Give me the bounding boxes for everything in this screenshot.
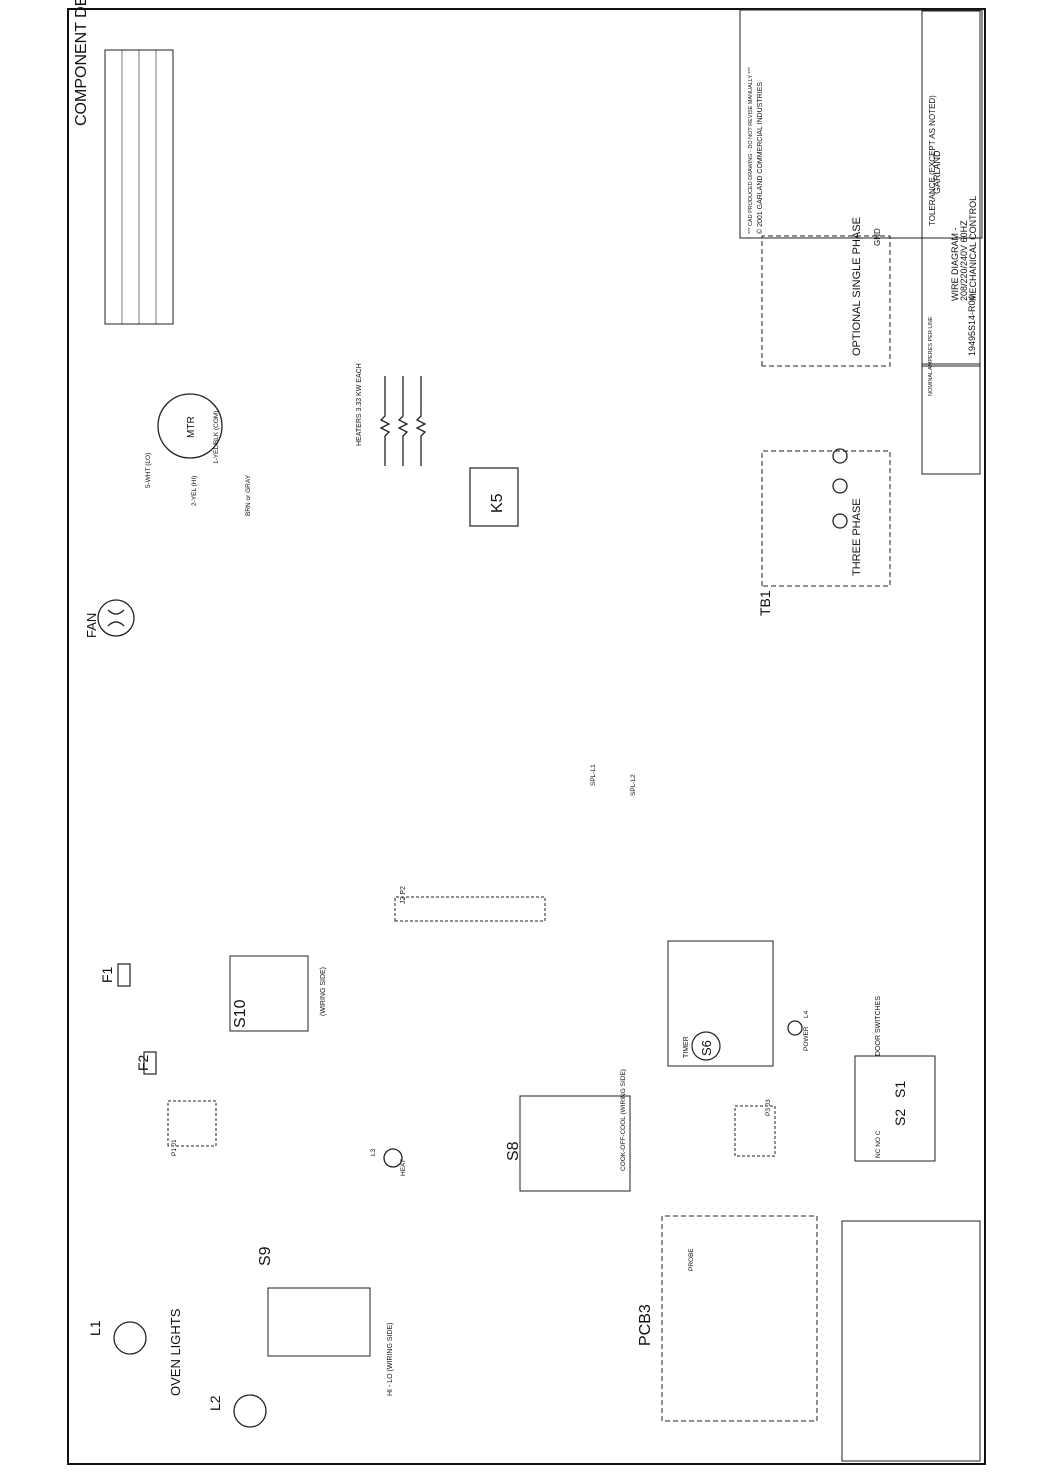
- spl-l1-label: SPL-L1: [590, 764, 597, 786]
- j2p2-label: J2 P2: [400, 886, 407, 904]
- s8-label: S8: [505, 1141, 522, 1161]
- l4-label: L4: [803, 1010, 810, 1018]
- pcb3-label: PCB3: [637, 1304, 654, 1346]
- title-block: [921, 10, 981, 367]
- p3j3-label: P3 J3: [765, 1099, 772, 1116]
- s10-label: S10: [232, 999, 249, 1028]
- probe-label: PROBE: [688, 1248, 695, 1271]
- p1j1-label: P1 J1: [171, 1139, 178, 1156]
- p1j1-connector: [167, 1100, 217, 1147]
- heat-label: HEAT: [400, 1159, 407, 1176]
- j2p2-connector: [394, 896, 546, 922]
- timer-s6-symbol: [691, 1031, 721, 1061]
- nominal-amperes-table: [921, 363, 981, 475]
- title-line4: MECHANICAL CONTROL: [968, 196, 978, 301]
- company-logo: GARLAND: [932, 150, 942, 194]
- revision-notice: *** CAD PRODUCED DRAWING - DO NOT REVISE…: [748, 66, 754, 234]
- file-name: 19495S14-R04: [967, 295, 977, 356]
- s6-label: S6: [699, 1040, 714, 1056]
- motor-com-label: 1-YEL/BLK (COM): [213, 411, 220, 464]
- terminal-y: [832, 478, 848, 494]
- tolerance-label: TOLERANCE (EXCEPT AS NOTED): [928, 95, 937, 226]
- fuse-f2: [143, 1051, 157, 1075]
- drawing-border: [67, 8, 986, 1465]
- s8-switch-box: [519, 1095, 631, 1192]
- l1-label: L1: [87, 1320, 103, 1336]
- fan-label: FAN: [84, 613, 99, 638]
- motor-hi-label: 2-YEL (HI): [191, 476, 198, 506]
- pcb3-board: [661, 1215, 818, 1422]
- tb1-terminals: [832, 448, 848, 529]
- component-description-title: COMPONENT DESCRIPTION: [73, 0, 90, 126]
- heat-pilot-lamp-l3: [383, 1148, 403, 1168]
- heater-r1: [379, 376, 391, 466]
- oven-lights-label: OVEN LIGHTS: [168, 1308, 183, 1396]
- s1-label: S1: [892, 1081, 908, 1098]
- heater-elements: [379, 376, 427, 466]
- heaters-label: HEATERS 3.33 KW EACH: [356, 363, 363, 446]
- oven-light-l2: [233, 1394, 267, 1428]
- motor-brn-gray-label: BRN or GRAY: [245, 474, 252, 516]
- s2-label: S2: [892, 1109, 908, 1126]
- title-line2: 208/220/240V 60HZ: [959, 220, 969, 301]
- l3-label: L3: [370, 1148, 377, 1156]
- power-label: POWER: [803, 1026, 810, 1051]
- heater-r2: [397, 376, 409, 466]
- three-phase-label: THREE PHASE: [851, 498, 863, 576]
- terminal-z: [832, 448, 848, 464]
- component-table-gridlines: [121, 50, 157, 324]
- p3j3-connector: [734, 1105, 776, 1157]
- heater-r3: [415, 376, 427, 466]
- s10-wiring-side-label: (WIRING SIDE): [320, 967, 327, 1016]
- title-line1: WIRE DIAGRAM -: [950, 227, 960, 301]
- k5-contactor-box: [469, 467, 519, 527]
- gnd-label: GND: [873, 228, 882, 246]
- door-switches-label: DOOR SWITCHES: [875, 996, 882, 1056]
- timer-s6-box: [667, 940, 774, 1067]
- fuse-f1: [117, 963, 131, 987]
- l2-label: L2: [207, 1395, 223, 1411]
- oven-light-l1: [113, 1321, 147, 1355]
- revision-block: [739, 9, 983, 239]
- hi-lo-label: HI - LO (WIRING SIDE): [387, 1323, 394, 1397]
- revision-copyright: © 2001 GARLAND COMMERCIAL INDUSTRIES: [756, 82, 764, 234]
- power-pilot-lamp-l4: [787, 1020, 803, 1036]
- terminal-x: [832, 513, 848, 529]
- nominal-amperes-title: NOMINAL AMPERES PER LINE: [928, 316, 934, 396]
- f1-label: F1: [99, 966, 115, 983]
- f2-label: F2: [135, 1054, 151, 1071]
- motor-lo-label: 5-WHT (LO): [145, 453, 152, 488]
- fan-symbol: [97, 599, 135, 637]
- cook-off-cool-label: COOK-OFF-COOL (WIRING SIDE): [620, 1069, 627, 1171]
- motor-symbol: [157, 393, 223, 459]
- s9-switch-box: [267, 1287, 371, 1357]
- optional-single-phase-label: OPTIONAL SINGLE PHASE: [851, 217, 863, 356]
- fan-blade-icon: [107, 609, 125, 627]
- door-switch-box: [854, 1055, 936, 1162]
- s9-label: S9: [257, 1246, 274, 1266]
- optional-single-phase-box: [761, 235, 891, 367]
- s10-switch-box: [229, 955, 309, 1032]
- parts-list-block: [841, 1220, 981, 1462]
- spl-l2-label: SPL-L2: [630, 774, 637, 796]
- tb1-three-phase-box: [761, 450, 891, 587]
- tb1-label: TB1: [757, 590, 773, 616]
- k5-label: K5: [489, 493, 506, 513]
- nc-no-c-label: NC NO C: [875, 1130, 882, 1158]
- timer-label: TIMER: [683, 1036, 690, 1058]
- motor-label: MTR: [186, 416, 197, 438]
